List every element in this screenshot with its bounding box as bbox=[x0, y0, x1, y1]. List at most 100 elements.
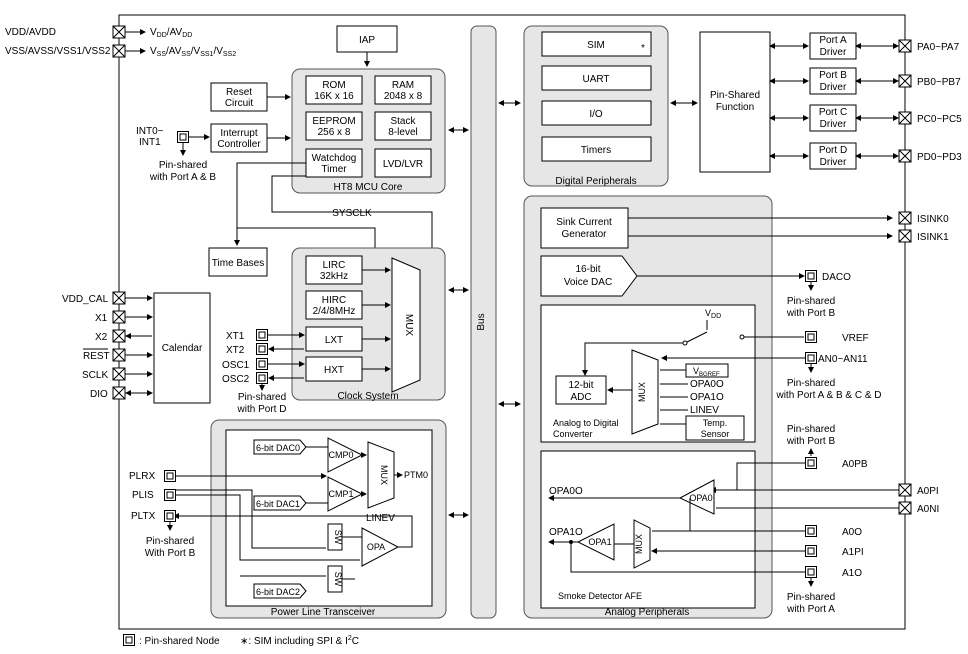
clock-system-title: Clock System bbox=[337, 391, 398, 402]
interrupt-label: Interrupt bbox=[220, 128, 257, 139]
ram-block bbox=[374, 75, 432, 105]
port-b-driver-block bbox=[809, 67, 857, 95]
osc-shared-note: Pin-shared bbox=[238, 392, 286, 403]
stack-label: Stack bbox=[390, 116, 416, 127]
port-c-pin bbox=[898, 111, 912, 125]
uart-label: UART bbox=[582, 74, 609, 85]
afe-mux bbox=[633, 519, 651, 569]
timers-block bbox=[541, 136, 652, 162]
a0pb-shared-note: Pin-shared bbox=[787, 424, 835, 435]
vref-node bbox=[805, 331, 817, 343]
digital-peripherals-title: Digital Peripherals bbox=[555, 176, 636, 187]
sink-current-block bbox=[540, 207, 629, 249]
timers-label: Timers bbox=[581, 145, 611, 156]
calendar-label: Calendar bbox=[162, 343, 203, 354]
pin-vss bbox=[112, 44, 126, 58]
pin-isink0 bbox=[898, 211, 912, 225]
port-c-driver-label: Port C bbox=[819, 107, 847, 118]
afe-opa0o-label: OPA0O bbox=[549, 486, 583, 497]
plrx-node bbox=[164, 470, 176, 482]
pl-shared-note: Pin-shared bbox=[146, 536, 194, 547]
pin-osc2-label: OSC2 bbox=[222, 374, 250, 385]
port-c-driver-block bbox=[809, 104, 857, 132]
int-shared-note: Pin-shared bbox=[159, 160, 207, 171]
cmp1-label: CMP1 bbox=[328, 489, 353, 499]
a0pi-label: A0PI bbox=[917, 486, 939, 497]
port-b-pin bbox=[898, 74, 912, 88]
pin-int0-label: INT0~ bbox=[136, 126, 164, 137]
pin-dio-label: DIO bbox=[90, 389, 108, 400]
pin-int1-label: INT1 bbox=[139, 137, 161, 148]
sw1-label: SW bbox=[333, 530, 343, 545]
opa0-symbol bbox=[678, 479, 715, 515]
rom-label: ROM bbox=[322, 80, 345, 91]
lxt-label: LXT bbox=[325, 335, 343, 346]
analog-peripherals-title: Analog Peripherals bbox=[605, 607, 690, 618]
dac1-block bbox=[253, 495, 307, 511]
watchdog-label: Watchdog bbox=[312, 153, 357, 164]
osc2-node bbox=[256, 372, 268, 384]
opa1-label: OPA1 bbox=[588, 537, 611, 547]
daco-shared-note-2: with Port B bbox=[786, 308, 836, 319]
opa1-symbol bbox=[576, 523, 615, 561]
adc-opa1o-input: OPA1O bbox=[690, 392, 724, 403]
interrupt-label-2: Controller bbox=[217, 139, 261, 150]
xt2-node bbox=[256, 343, 268, 355]
pin-x2-label: X2 bbox=[95, 332, 108, 343]
port-d-pin-label: PD0~PD3 bbox=[917, 152, 962, 163]
pin-x1 bbox=[112, 310, 126, 324]
clock-mux bbox=[391, 257, 421, 393]
pin-vdd-label: VDD/AVDD bbox=[5, 27, 56, 38]
adc-linev-input: LINEV bbox=[690, 405, 719, 416]
legend-node-icon bbox=[123, 634, 135, 646]
pin-a0ni bbox=[898, 501, 912, 515]
port-a-pin-label: PA0~PA7 bbox=[917, 42, 960, 53]
hirc-label: HIRC bbox=[322, 295, 346, 306]
an-label: AN0~AN11 bbox=[818, 354, 868, 365]
voice-dac-label: 16-bit bbox=[575, 264, 600, 275]
hirc-block bbox=[305, 290, 363, 320]
ptm0-label: PTM0 bbox=[404, 470, 428, 480]
sim-label: SIM bbox=[587, 40, 605, 51]
a0o-label: A0O bbox=[842, 527, 862, 538]
temp-label-2: Sensor bbox=[701, 429, 730, 439]
adc-title-2: Converter bbox=[553, 429, 593, 439]
time-bases-block bbox=[208, 247, 268, 277]
port-d-driver-label-2: Driver bbox=[820, 157, 847, 168]
port-a-driver-label: Port A bbox=[819, 35, 847, 46]
pin-osc1-label: OSC1 bbox=[222, 360, 250, 371]
vbgref-label: VBGREF bbox=[693, 366, 720, 378]
watchdog-block bbox=[305, 148, 363, 178]
plt-linev-label: LINEV bbox=[366, 513, 395, 524]
pin-sclk-label: SCLK bbox=[82, 370, 108, 381]
watchdog-label-2: Timer bbox=[321, 164, 347, 175]
adc-opa0o-input: OPA0O bbox=[690, 379, 724, 390]
voice-dac-label-2: Voice DAC bbox=[564, 277, 612, 288]
pin-isink1-label: ISINK1 bbox=[917, 232, 949, 243]
ram-label: RAM bbox=[392, 80, 414, 91]
adc-title: Analog to Digital bbox=[553, 418, 619, 428]
pin-xt1-label: XT1 bbox=[226, 331, 245, 342]
adc-vdd-label: VDD bbox=[705, 308, 721, 320]
reset-label: Reset bbox=[226, 87, 252, 98]
plt-opa-label: OPA bbox=[367, 542, 385, 552]
vdd-internal-label: VDD/AVDD bbox=[150, 27, 192, 39]
reset-label-2: Circuit bbox=[225, 98, 254, 109]
plis-node bbox=[164, 489, 176, 501]
sink-label: Sink Current bbox=[556, 217, 612, 228]
adc-mux-label: MUX bbox=[637, 382, 647, 402]
pin-a0pi bbox=[898, 483, 912, 497]
osc1-node bbox=[256, 358, 268, 370]
sink-label-2: Generator bbox=[561, 229, 607, 240]
pl-shared-note-2: With Port B bbox=[145, 548, 196, 559]
a0pb-label: A0PB bbox=[842, 459, 868, 470]
afe-opa1o-label: OPA1O bbox=[549, 527, 583, 538]
pin-rest-label: REST bbox=[83, 351, 110, 362]
port-c-pin-label: PC0~PC5 bbox=[917, 114, 962, 125]
a0ni-label: A0NI bbox=[917, 504, 939, 515]
vref-label: VREF bbox=[842, 333, 869, 344]
calendar-block bbox=[153, 292, 211, 404]
port-b-pin-label: PB0~PB7 bbox=[917, 77, 961, 88]
sw2-label: SW bbox=[333, 572, 343, 587]
lxt-block bbox=[305, 326, 363, 352]
